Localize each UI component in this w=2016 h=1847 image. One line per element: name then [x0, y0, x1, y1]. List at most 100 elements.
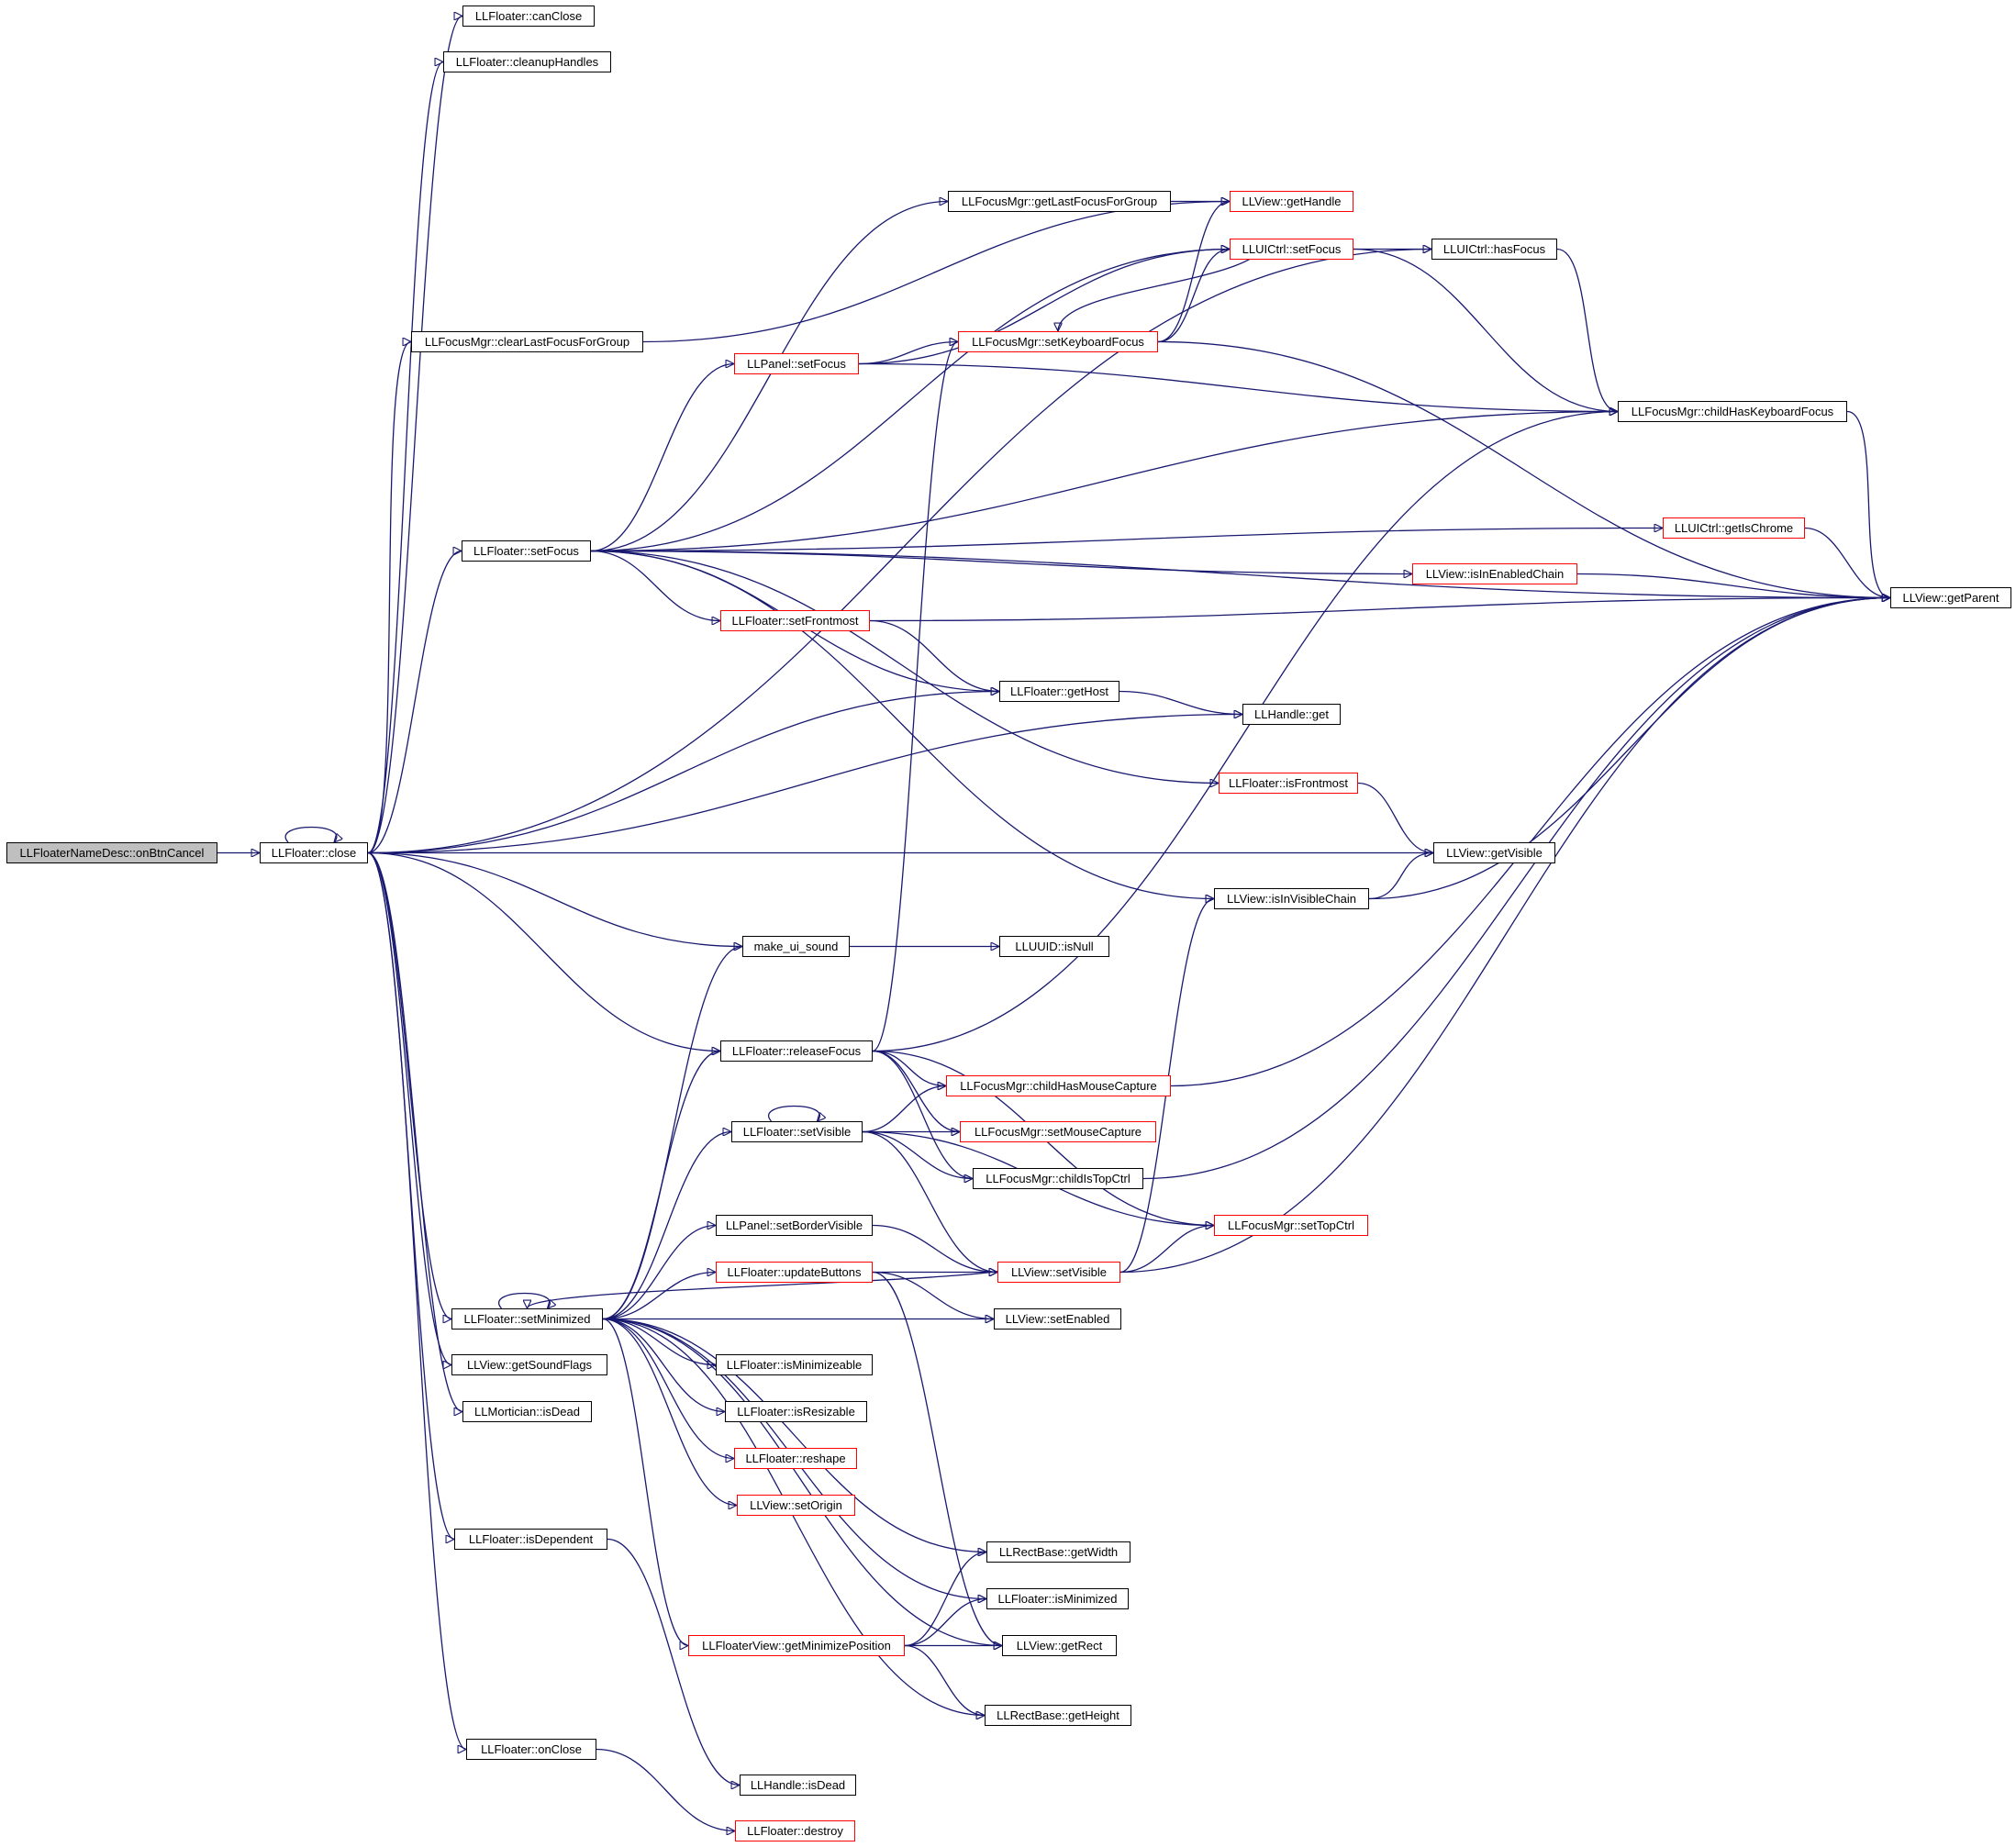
edge-floaterSetVisible-to-childHasMouseCapture: [862, 1086, 946, 1133]
node-set-frontmost[interactable]: LLFloater::setFrontmost: [720, 610, 870, 631]
node-get-is-chrome[interactable]: LLUICtrl::getIsChrome: [1663, 517, 1805, 539]
edge-onClose-to-destroy: [596, 1748, 735, 1831]
edge-panelSetFocus-to-uiSetFocus: [858, 250, 1230, 365]
edge-setMinimized-to-updateButtons: [602, 1273, 716, 1320]
edge-close-to-handleGet: [367, 715, 1242, 854]
node-update-buttons[interactable]: LLFloater::updateButtons: [716, 1262, 873, 1283]
edge-setFocus-to-getIsChrome: [590, 529, 1663, 552]
node-destroy[interactable]: LLFloater::destroy: [735, 1820, 855, 1841]
node-on-close[interactable]: LLFloater::onClose: [466, 1739, 596, 1760]
node-set-border-visible[interactable]: LLPanel::setBorderVisible: [716, 1215, 873, 1236]
node-set-enabled[interactable]: LLView::setEnabled: [994, 1308, 1121, 1330]
edge-setFocus-to-isInEnabledChain: [590, 550, 1412, 574]
node-handle-is-dead[interactable]: LLHandle::isDead: [740, 1775, 856, 1796]
edge-setKeyboardFocus-to-getHandle: [1157, 202, 1230, 343]
node-child-has-keyboard-focus[interactable]: LLFocusMgr::childHasKeyboardFocus: [1618, 401, 1847, 422]
node-is-frontmost[interactable]: LLFloater::isFrontmost: [1219, 773, 1358, 794]
node-get-height[interactable]: LLRectBase::getHeight: [985, 1705, 1131, 1726]
edge-close-to-onClose: [367, 851, 466, 1750]
edge-isInEnabledChain-to-getParent: [1576, 573, 1890, 598]
node-panel-set-focus[interactable]: LLPanel::setFocus: [734, 353, 859, 374]
node-is-minimizeable[interactable]: LLFloater::isMinimizeable: [716, 1354, 873, 1375]
node-is-resizable[interactable]: LLFloater::isResizable: [725, 1401, 867, 1422]
node-get-last-focus-for-group[interactable]: LLFocusMgr::getLastFocusForGroup: [948, 191, 1171, 212]
edge-isDependent-to-handleIsDead: [607, 1538, 740, 1786]
node-set-mouse-capture[interactable]: LLFocusMgr::setMouseCapture: [960, 1121, 1156, 1142]
edge-panelSetFocus-to-childHasKeyboardFocus: [858, 362, 1618, 412]
edge-releaseFocus-to-childIsTopCtrl: [872, 1050, 973, 1179]
node-floater-set-visible[interactable]: LLFloater::setVisible: [731, 1121, 863, 1142]
edge-updateButtons-to-setEnabled: [872, 1271, 994, 1319]
edge-setFocus-to-childHasKeyboardFocus: [590, 412, 1618, 552]
edge-uiSetFocus-to-childHasKeyboardFocus: [1353, 248, 1618, 412]
node-view-set-visible[interactable]: LLView::setVisible: [997, 1262, 1120, 1283]
node-is-minimized[interactable]: LLFloater::isMinimized: [986, 1588, 1129, 1609]
node-reshape[interactable]: LLFloater::reshape: [734, 1448, 857, 1469]
edge-childHasKeyboardFocus-to-getParent: [1846, 410, 1890, 598]
edge-isFrontmost-to-getVisible: [1357, 782, 1433, 853]
edge-close-to-makeUiSound: [367, 851, 742, 947]
node-get-visible[interactable]: LLView::getVisible: [1433, 842, 1555, 863]
edge-setFocus-to-isInVisibleChain: [590, 550, 1214, 899]
edge-close-to-close: [284, 826, 337, 843]
edge-setMinimized-to-getMinimizePosition: [602, 1318, 688, 1646]
node-set-top-ctrl[interactable]: LLFocusMgr::setTopCtrl: [1214, 1215, 1368, 1236]
node-get-handle[interactable]: LLView::getHandle: [1230, 191, 1353, 212]
edge-close-to-clearLastFocusForGroup: [367, 342, 411, 854]
edge-setMinimized-to-setBorderVisible: [602, 1226, 716, 1320]
edge-floaterSetVisible-to-childIsTopCtrl: [862, 1130, 973, 1179]
edge-childIsTopCtrl-to-getParent: [1142, 598, 1890, 1180]
node-close[interactable]: LLFloater::close: [260, 842, 368, 863]
edge-getHost-to-handleGet: [1119, 690, 1242, 715]
node-make-ui-sound[interactable]: make_ui_sound: [742, 936, 850, 957]
node-get-rect[interactable]: LLView::getRect: [1002, 1635, 1117, 1656]
edge-setMinimized-to-getWidth: [602, 1318, 986, 1552]
node-set-focus[interactable]: LLFloater::setFocus: [462, 540, 591, 562]
node-set-origin[interactable]: LLView::setOrigin: [737, 1495, 855, 1516]
node-child-is-top-ctrl[interactable]: LLFocusMgr::childIsTopCtrl: [973, 1168, 1143, 1189]
edge-close-to-hasFocus: [367, 250, 1431, 854]
node-set-keyboard-focus[interactable]: LLFocusMgr::setKeyboardFocus: [958, 331, 1158, 352]
edge-close-to-morticianIsDead: [367, 851, 462, 1412]
edge-setFocus-to-getLastFocusForGroup: [590, 202, 948, 552]
node-get-host[interactable]: LLFloater::getHost: [999, 681, 1119, 702]
node-clear-last-focus-for-group[interactable]: LLFocusMgr::clearLastFocusForGroup: [411, 331, 643, 352]
node-child-has-mouse-capture[interactable]: LLFocusMgr::childHasMouseCapture: [946, 1075, 1171, 1096]
edge-releaseFocus-to-childHasKeyboardFocus: [872, 412, 1618, 1052]
node-get-sound-flags[interactable]: LLView::getSoundFlags: [451, 1354, 607, 1375]
node-can-close[interactable]: LLFloater::canClose: [462, 6, 595, 27]
node-has-focus[interactable]: LLUICtrl::hasFocus: [1431, 239, 1557, 260]
node-cleanup-handles[interactable]: LLFloater::cleanupHandles: [443, 51, 611, 72]
edge-isInVisibleChain-to-getVisible: [1368, 853, 1433, 900]
edge-setKeyboardFocus-to-uiSetFocus: [1157, 250, 1230, 343]
node-is-dependent[interactable]: LLFloater::isDependent: [454, 1529, 607, 1550]
edge-setFocus-to-panelSetFocus: [590, 364, 734, 552]
edge-releaseFocus-to-childHasMouseCapture: [872, 1050, 946, 1086]
edge-setFrontmost-to-getHost: [869, 619, 999, 692]
node-is-null[interactable]: LLUUID::isNull: [999, 936, 1109, 957]
edge-setMinimized-to-floaterSetVisible: [602, 1132, 731, 1320]
edge-setMinimized-to-isMinimizeable: [602, 1318, 716, 1365]
edge-setMinimized-to-reshape: [602, 1318, 734, 1459]
edge-floaterSetVisible-to-viewSetVisible: [862, 1130, 997, 1273]
edge-releaseFocus-to-setKeyboardFocus: [872, 342, 958, 1052]
edge-clearLastFocusForGroup-to-getHandle: [642, 202, 1230, 343]
node-handle-get[interactable]: LLHandle::get: [1242, 704, 1341, 725]
node-ui-set-focus[interactable]: LLUICtrl::setFocus: [1230, 239, 1353, 260]
node-get-parent[interactable]: LLView::getParent: [1890, 587, 2011, 608]
node-set-minimized[interactable]: LLFloater::setMinimized: [451, 1308, 603, 1330]
edge-getMinimizePosition-to-isMinimized: [904, 1599, 986, 1647]
edge-setBorderVisible-to-viewSetVisible: [872, 1224, 997, 1273]
node-is-in-visible-chain[interactable]: LLView::isInVisibleChain: [1214, 888, 1369, 909]
node-get-width[interactable]: LLRectBase::getWidth: [986, 1541, 1131, 1563]
node-release-focus[interactable]: LLFloater::releaseFocus: [720, 1040, 873, 1062]
edge-setFrontmost-to-getParent: [869, 598, 1890, 622]
edge-setMinimized-to-getHeight: [602, 1318, 985, 1716]
node-is-in-enabled-chain[interactable]: LLView::isInEnabledChain: [1412, 563, 1577, 584]
node-mortician-is-dead[interactable]: LLMortician::isDead: [462, 1401, 592, 1422]
node-get-minimize-position[interactable]: LLFloaterView::getMinimizePosition: [688, 1635, 905, 1656]
edge-setFocus-to-isFrontmost: [590, 550, 1219, 784]
edge-close-to-canClose: [367, 17, 462, 854]
edge-setKeyboardFocus-to-getParent: [1157, 340, 1890, 598]
